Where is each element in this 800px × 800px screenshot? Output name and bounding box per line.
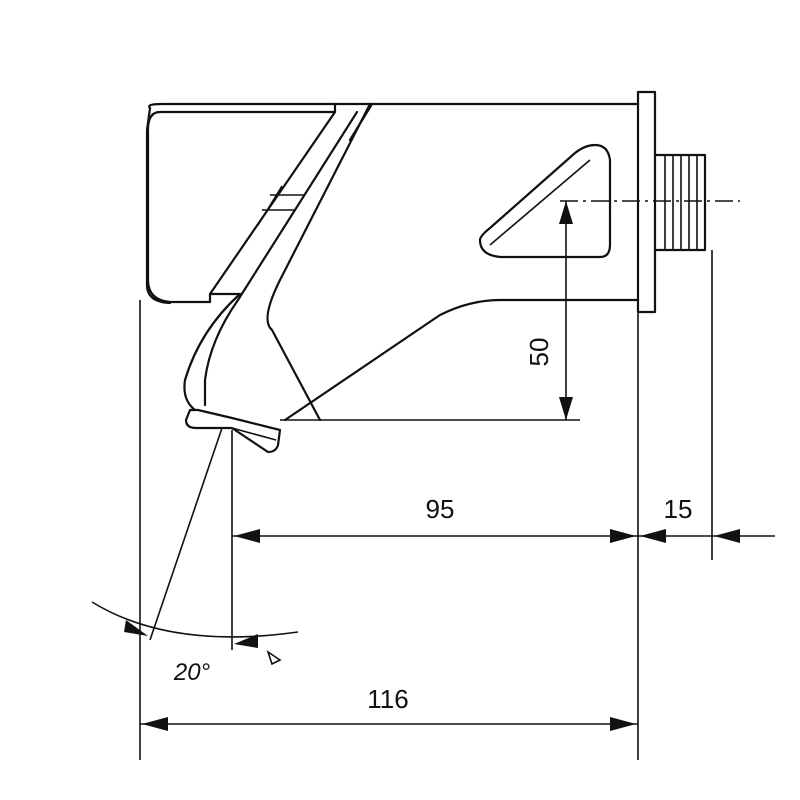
dimension-overall-length: 116 xyxy=(140,684,638,731)
dimension-spray-angle: 20° xyxy=(91,601,299,686)
dimension-height: 50 xyxy=(524,201,573,420)
reference-lines xyxy=(139,200,740,760)
dimension-thread-length: 15 xyxy=(638,494,775,543)
angle-label: 20° xyxy=(173,659,211,686)
height-label: 50 xyxy=(524,338,554,367)
spray-angle-line xyxy=(149,427,223,641)
dimension-spout-to-wall: 95 xyxy=(232,494,638,543)
overall-length-label: 116 xyxy=(367,684,408,714)
spout-to-wall-label: 95 xyxy=(426,494,455,524)
thread-length-label: 15 xyxy=(664,494,693,524)
faucet-body xyxy=(145,90,707,454)
